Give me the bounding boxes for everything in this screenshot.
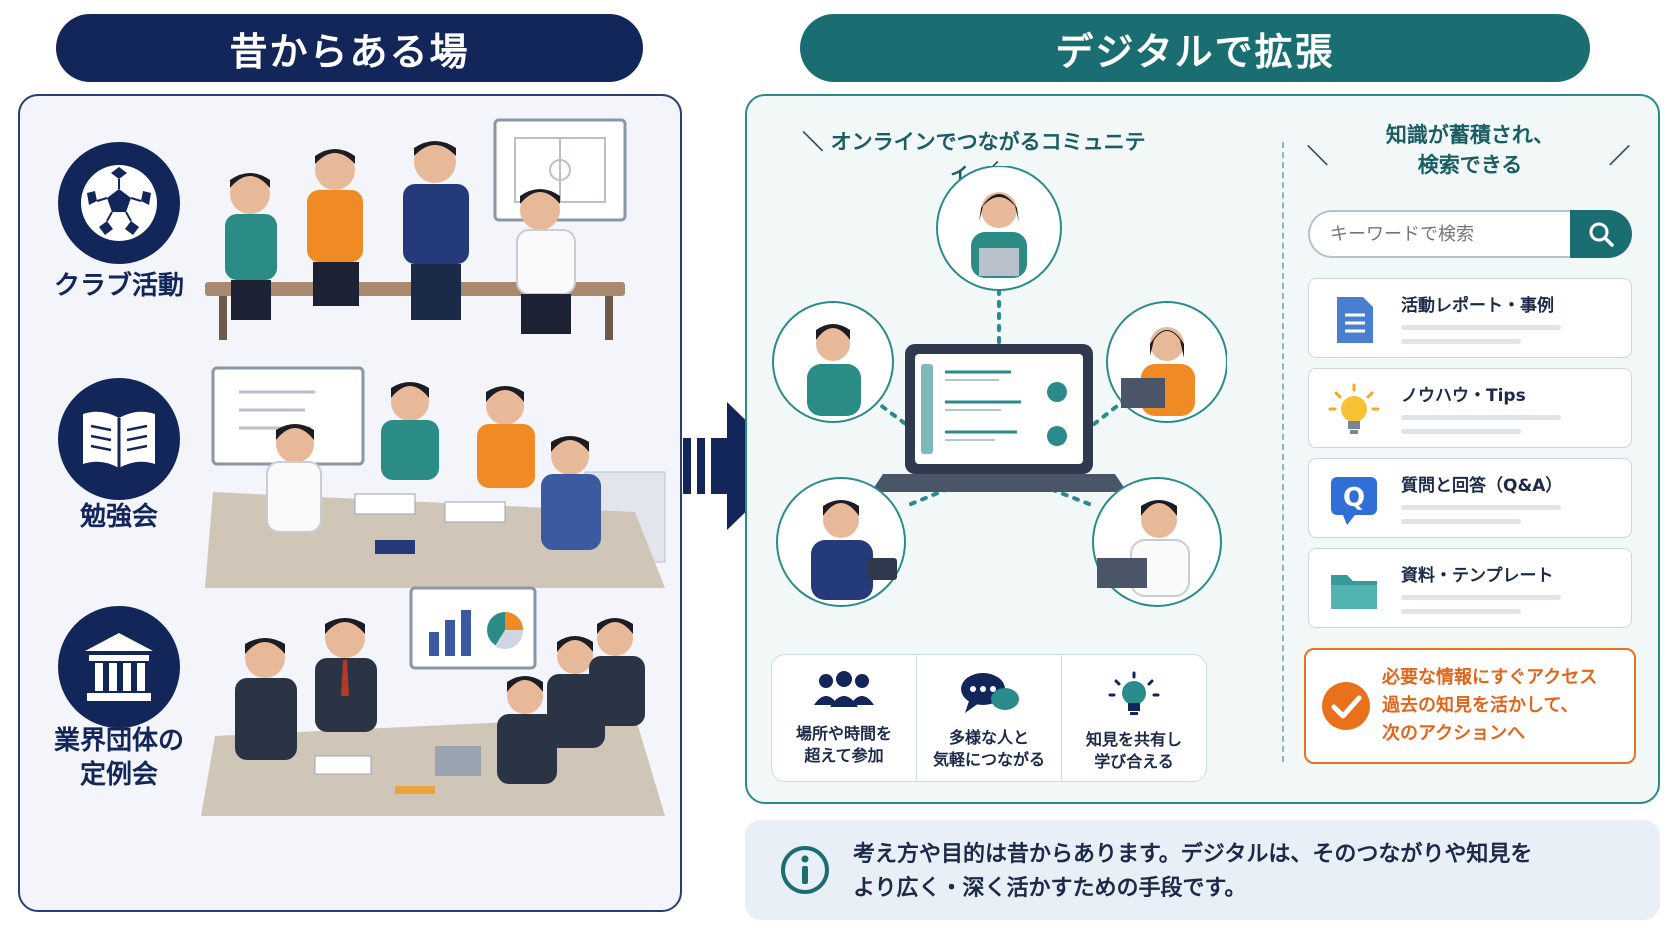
card-materials-templates[interactable]: 資料・テンプレート xyxy=(1308,548,1632,628)
quick-access-callout: 必要な情報にすぐアクセス 過去の知見を活かして、 次のアクションへ xyxy=(1304,648,1636,764)
industry-meeting-label: 業界団体の 定例会 xyxy=(53,726,184,790)
benefits-strip: 場所や時間を 超えて参加 多様な人と 気軽につながる 知見を共有し 学び合える xyxy=(771,654,1207,782)
quick-access-callout-text: 必要な情報にすぐアクセス 過去の知見を活かして、 次のアクションへ xyxy=(1382,667,1598,744)
benefit-share: 知見を共有し 学び合える xyxy=(1061,655,1206,781)
group-people-icon xyxy=(814,671,874,707)
search-input[interactable] xyxy=(1308,210,1574,258)
search-icon xyxy=(1589,222,1614,247)
online-community-title-text: オンラインでつながるコミュニティ xyxy=(830,130,1146,184)
study-group-row: 勉強会 xyxy=(20,358,680,608)
open-book-icon xyxy=(58,378,180,500)
card-placeholder-line xyxy=(1401,415,1561,420)
search-button[interactable] xyxy=(1570,210,1632,258)
benefit-connect: 多様な人と 気軽につながる xyxy=(916,655,1061,781)
community-member-avatars xyxy=(772,166,1227,607)
card-placeholder-line xyxy=(1401,325,1561,330)
folder-icon xyxy=(1331,575,1377,609)
card-materials-templates-title: 資料・テンプレート xyxy=(1401,566,1554,586)
card-qa[interactable]: Q 質問と回答（Q&A） xyxy=(1308,458,1632,538)
benefit-share-label: 知見を共有し 学び合える xyxy=(1085,730,1182,771)
right-section-title: デジタルで拡張 xyxy=(800,14,1590,82)
checkmark-circle-icon xyxy=(1322,682,1370,730)
search-bar xyxy=(1308,210,1632,258)
chat-bubbles-icon xyxy=(961,673,1019,713)
section-divider xyxy=(1282,142,1284,762)
card-placeholder-line xyxy=(1401,519,1521,524)
card-activity-report-title: 活動レポート・事例 xyxy=(1401,296,1554,316)
knowledge-title-left-mark: ＼ xyxy=(1307,144,1328,168)
study-group-illustration xyxy=(205,366,666,588)
card-placeholder-line xyxy=(1401,595,1561,600)
online-community-title: ＼ オンラインでつながるコミュニティ ／ xyxy=(802,130,1146,184)
qa-bubble-icon: Q xyxy=(1331,477,1377,525)
industry-meeting-row: 業界団体の 定例会 xyxy=(20,586,680,854)
card-placeholder-line xyxy=(1401,505,1561,510)
club-activity-label: クラブ活動 xyxy=(53,271,184,301)
club-activity-row: クラブ活動 xyxy=(20,104,680,354)
card-placeholder-line xyxy=(1401,429,1521,434)
info-note-text: 考え方や目的は昔からあります。デジタルは、そのつながりや知見を より広く・深く活… xyxy=(853,842,1533,901)
benefit-participate-label: 場所や時間を 超えて参加 xyxy=(795,724,892,765)
community-network-illustration xyxy=(772,166,1227,607)
lightbulb-icon xyxy=(1328,383,1380,434)
card-qa-title: 質問と回答（Q&A） xyxy=(1401,476,1563,496)
info-icon xyxy=(781,846,829,894)
institution-building-icon xyxy=(58,606,180,728)
card-knowhow-tips-title: ノウハウ・Tips xyxy=(1401,386,1526,406)
industry-meeting-illustration xyxy=(201,586,665,816)
club-meeting-illustration xyxy=(205,118,627,340)
info-note: 考え方や目的は昔からあります。デジタルは、そのつながりや知見を より広く・深く活… xyxy=(745,820,1660,920)
benefit-participate: 場所や時間を 超えて参加 xyxy=(772,655,916,781)
knowledge-title: 知識が蓄積され、 検索できる xyxy=(1385,123,1555,177)
traditional-venues-panel: クラブ活動 xyxy=(18,94,682,912)
left-section-title: 昔からある場 xyxy=(56,14,643,82)
soccer-ball-icon xyxy=(58,142,180,264)
card-placeholder-line xyxy=(1401,339,1521,344)
digital-extension-panel: ＼ オンラインでつながるコミュニティ ／ xyxy=(745,94,1660,804)
document-icon xyxy=(1337,297,1373,343)
knowledge-title-right-mark: ／ xyxy=(1609,144,1630,168)
card-placeholder-line xyxy=(1401,609,1521,614)
svg-text:Q: Q xyxy=(1343,483,1365,513)
study-group-label: 勉強会 xyxy=(79,502,158,532)
idea-bulb-icon xyxy=(1108,671,1160,715)
card-activity-report[interactable]: 活動レポート・事例 xyxy=(1308,278,1632,358)
card-knowhow-tips[interactable]: ノウハウ・Tips xyxy=(1308,368,1632,448)
benefit-connect-label: 多様な人と 気軽につながる xyxy=(932,728,1045,769)
